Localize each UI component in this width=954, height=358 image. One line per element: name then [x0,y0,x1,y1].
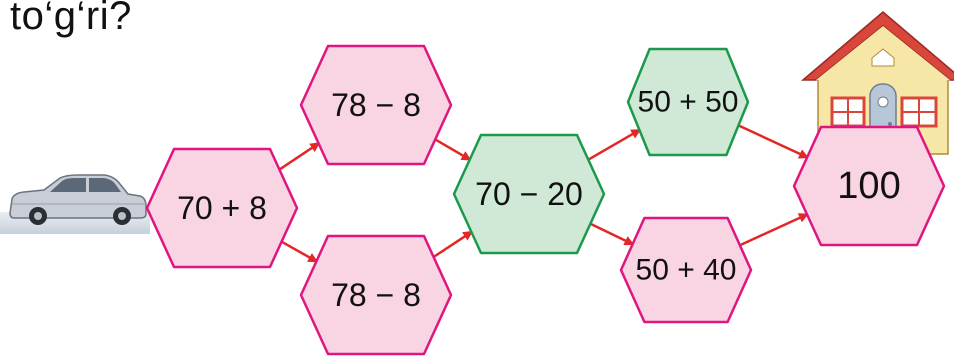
hexagon-shape [792,125,946,247]
arrow-start-to-upper-left [278,142,321,171]
node-lower-left: 78 − 8 [299,234,453,356]
hexagon-shape [299,44,453,166]
arrows-layer [278,124,809,263]
arrow-lower-left-to-center [432,230,474,259]
arrow-upper-right-to-goal [737,124,809,159]
hexagon-shape [145,147,299,269]
arrow-center-to-lower-right [589,222,635,246]
node-label: 70 + 8 [177,190,267,226]
node-label: 50 + 50 [638,86,739,119]
node-start: 70 + 8 [145,147,299,269]
arrow-center-to-upper-right [587,129,642,161]
node-upper-right: 50 + 50 [626,47,750,157]
hexagon-shape [619,216,753,324]
arrow-lower-right-to-goal [739,213,809,247]
car-icon [0,174,150,234]
node-label: 78 − 8 [331,87,421,123]
node-lower-right: 50 + 40 [619,216,753,324]
arrow-start-to-lower-left [280,240,319,263]
hexagon-shape [299,234,453,356]
node-goal: 100 [792,125,946,247]
node-label: 78 − 8 [331,277,421,313]
node-center: 70 − 20 [452,133,606,255]
node-upper-left: 78 − 8 [299,44,453,166]
node-label: 50 + 40 [636,254,737,287]
node-label: 100 [837,165,900,207]
node-label: 70 − 20 [475,176,583,212]
hexagon-shape [626,47,750,157]
hexagon-shape [452,133,606,255]
arrow-upper-left-to-center [434,138,472,161]
question-text: to‘g‘ri? [10,0,132,38]
